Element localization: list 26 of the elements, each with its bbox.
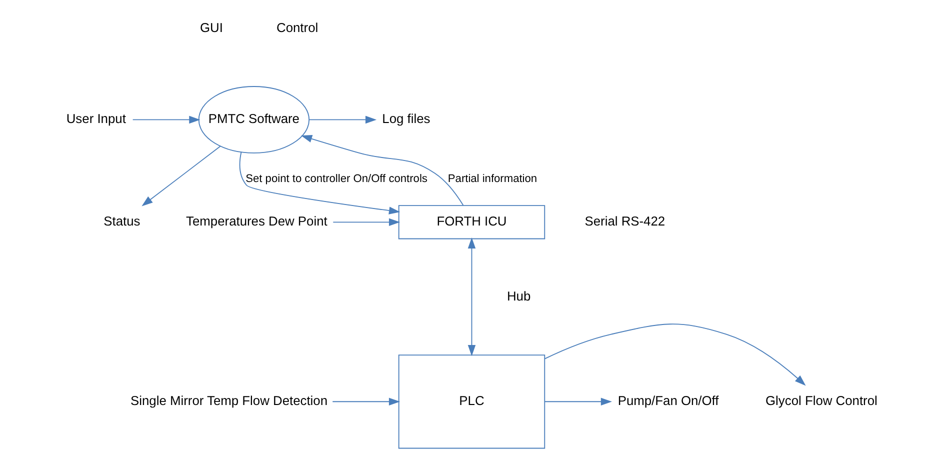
edge-label: Partial information <box>448 173 538 186</box>
node-text: User Input <box>66 111 126 126</box>
node-box: FORTH ICU <box>398 205 546 240</box>
edge-label: Set point to controller On/Off controls <box>246 173 428 186</box>
label: Serial RS-422 <box>584 214 666 229</box>
arrow <box>308 116 377 124</box>
arrow <box>468 237 476 356</box>
arrow <box>332 218 400 226</box>
arrow <box>544 398 612 406</box>
label: GUI <box>200 20 223 35</box>
label: Hub <box>506 288 531 304</box>
arrow <box>332 398 400 406</box>
arrow <box>239 152 400 214</box>
node-text: Temperatures Dew Point <box>186 214 328 229</box>
node-text: Status <box>104 214 140 229</box>
node-ellipse: PMTC Software <box>198 86 310 154</box>
node-text: Pump/Fan On/Off <box>618 393 719 408</box>
arrow <box>544 324 806 386</box>
arrow <box>300 135 464 206</box>
node-text: Single Mirror Temp Flow Detection <box>130 393 328 408</box>
node-text: Log files <box>382 111 430 126</box>
node-box: PLC <box>398 354 546 449</box>
label: Control <box>276 20 318 35</box>
arrow <box>132 116 200 124</box>
arrow <box>142 146 221 206</box>
node-text: Glycol Flow Control <box>766 393 878 408</box>
